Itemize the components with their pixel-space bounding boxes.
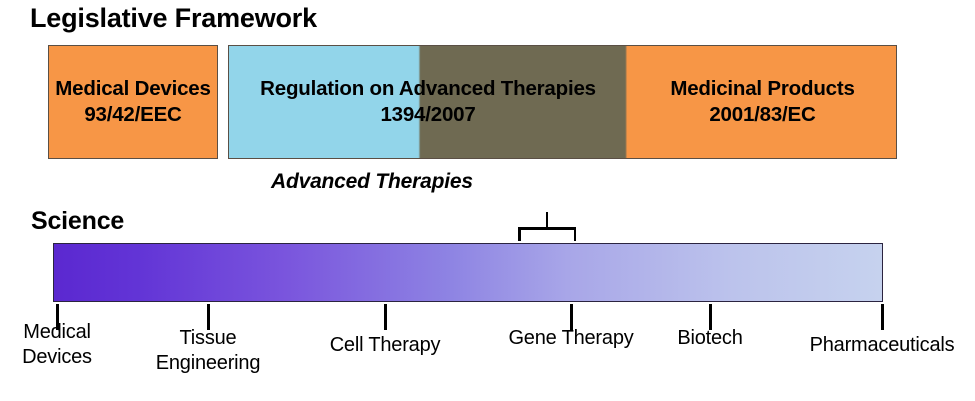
legislative-box-regulation-label: Regulation on Advanced Therapies 1394/20… [260,77,596,126]
science-tick-label-2: Cell Therapy [329,334,441,356]
science-tick-2 [384,304,387,330]
science-tick-label-1: Tissue Engineering [155,327,261,374]
advanced-therapies-annotation-label: Advanced Therapies [271,170,473,193]
legislative-box-medical-devices[interactable]: Medical Devices 93/42/EEC [48,45,218,159]
science-tick-label-5: Pharmaceuticals [809,334,955,356]
science-tick-label-3: Gene Therapy [508,327,634,349]
legislative-framework-title: Legislative Framework [30,3,317,33]
legislative-framework-bar: Medical Devices 93/42/EEC Regulation on … [48,45,897,159]
science-tick-4 [709,304,712,330]
science-tick-5 [881,304,884,330]
legislative-box-medical-devices-label: Medical Devices 93/42/EEC [55,77,211,126]
legislative-box-medicinal-products-label: Medicinal Products 2001/83/EC [670,77,855,126]
science-tick-1 [207,304,210,330]
science-title: Science [31,207,125,235]
bracket-top-bar [518,227,576,230]
science-tick-3 [570,304,573,330]
science-tick-0 [56,304,59,330]
science-tick-label-4: Biotech [677,327,743,349]
advanced-therapies-bracket-icon [518,212,576,242]
bracket-right-leg [573,227,576,241]
bracket-stem [545,212,549,228]
legislative-box-regulation-advanced-therapies[interactable]: Regulation on Advanced Therapies 1394/20… [228,45,897,159]
science-gradient-bar [53,243,883,302]
science-tick-label-0: Medical Devices [22,321,92,368]
bracket-left-leg [518,227,521,241]
